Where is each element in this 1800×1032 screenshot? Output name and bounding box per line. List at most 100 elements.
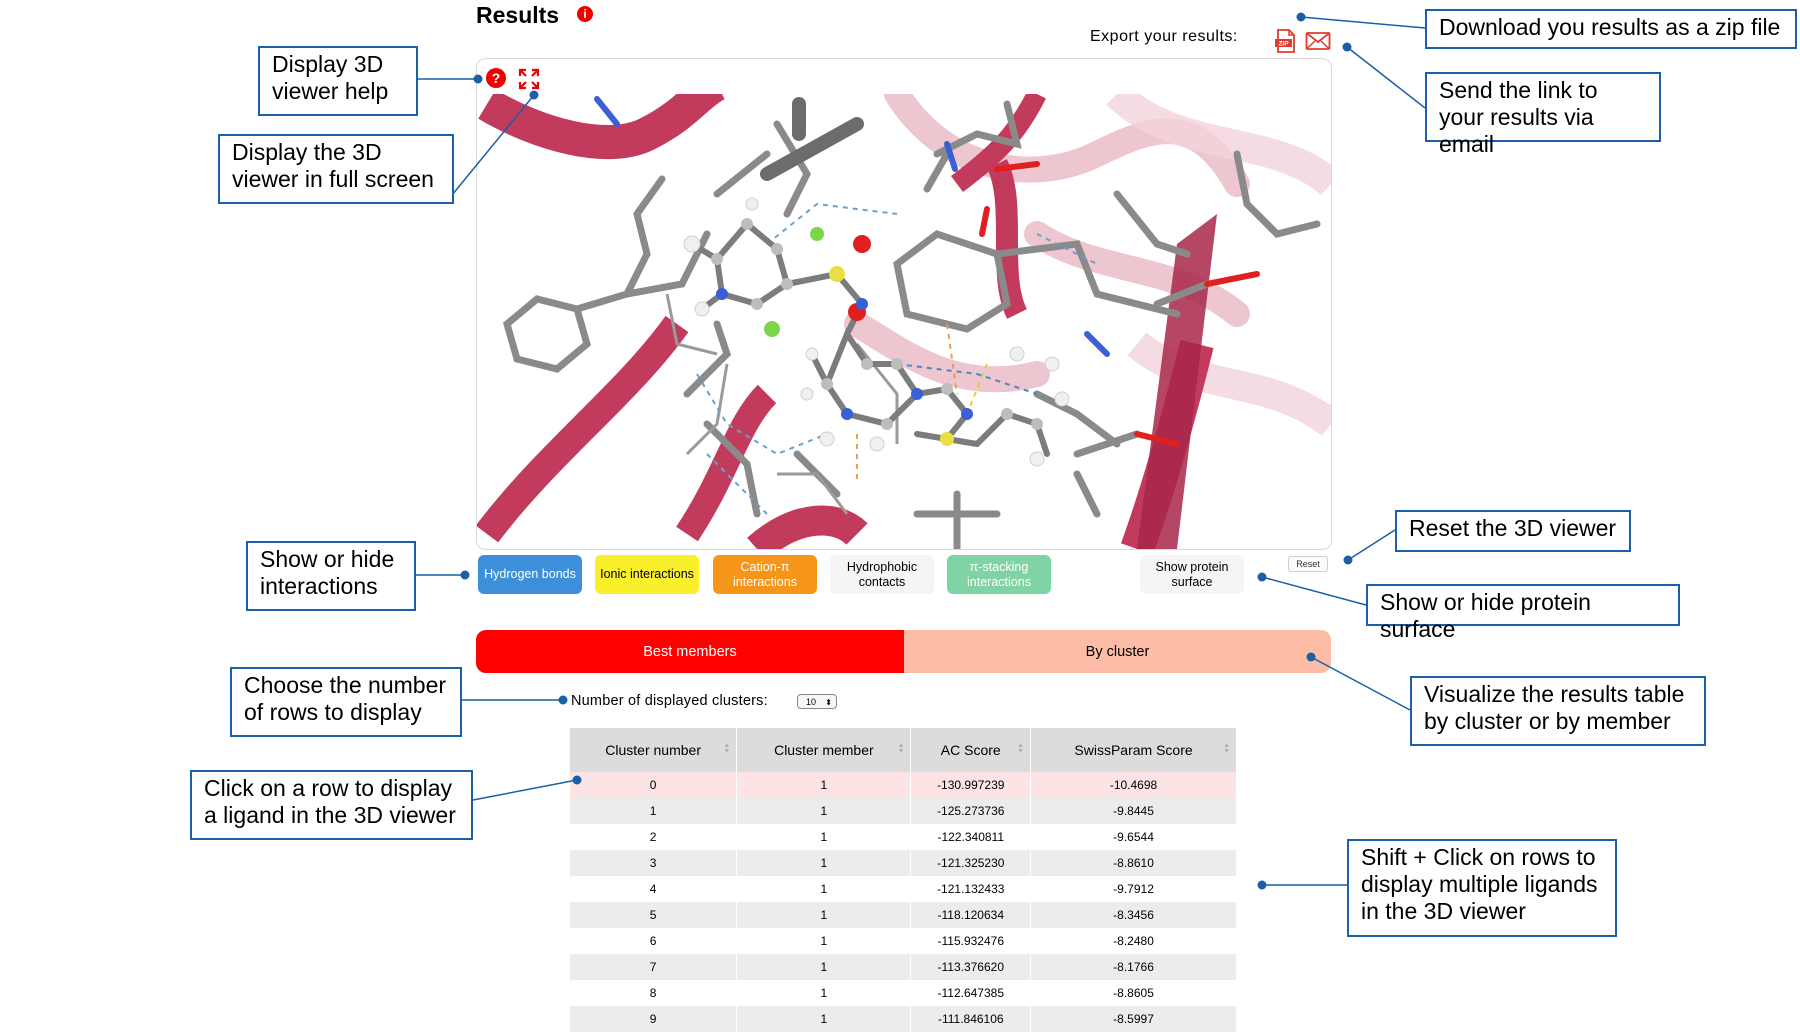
column-header-swissparam-score[interactable]: SwissParam Score▲▼ (1030, 728, 1237, 772)
column-header-ac-score[interactable]: AC Score▲▼ (910, 728, 1032, 772)
table-cell: -121.325230 (910, 850, 1032, 876)
callout-visualize-table: Visualize the results table by cluster o… (1410, 676, 1706, 746)
table-cell: 1 (736, 772, 912, 798)
callout-click-row: Click on a row to display a ligand in th… (190, 770, 473, 840)
ionic-interactions-label: Ionic interactions (600, 567, 694, 581)
callout-shift-click: Shift + Click on rows to display multipl… (1347, 839, 1617, 937)
table-cell: 1 (736, 798, 912, 824)
molecule-scene[interactable] (477, 94, 1331, 549)
page-title: Results (476, 2, 560, 28)
table-cell: 1 (736, 850, 912, 876)
callout-viewer-help: Display 3D viewer help (258, 46, 418, 116)
table-cell: -8.2480 (1030, 928, 1237, 954)
callout-reset-viewer: Reset the 3D viewer (1395, 510, 1631, 552)
table-cell: -111.846106 (910, 1006, 1032, 1032)
table-cell: -8.3456 (1030, 902, 1237, 928)
hydrophobic-contacts-button[interactable]: Hydrophobic contacts (830, 555, 934, 594)
table-cell: -10.4698 (1030, 772, 1237, 798)
sort-icon: ▲▼ (1223, 742, 1230, 755)
sort-icon: ▲▼ (897, 742, 905, 755)
hydrogen-bonds-button[interactable]: Hydrogen bonds (478, 555, 582, 594)
ionic-interactions-button[interactable]: Ionic interactions (595, 555, 699, 594)
3d-viewer[interactable]: ? (476, 58, 1332, 550)
reset-button[interactable]: Reset (1288, 556, 1328, 572)
table-cell: -122.340811 (910, 824, 1032, 850)
table-cell: 2 (570, 824, 738, 850)
table-cell: 1 (736, 902, 912, 928)
table-cell: 4 (570, 876, 738, 902)
callout-fullscreen: Display the 3D viewer in full screen (218, 134, 454, 204)
help-icon[interactable]: ? (485, 67, 507, 89)
table-cell: 1 (736, 928, 912, 954)
table-cell: -9.8445 (1030, 798, 1237, 824)
column-header-cluster-member[interactable]: Cluster member▲▼ (736, 728, 912, 772)
cation-pi-label: Cation-π interactions (733, 559, 797, 589)
table-cell: 1 (736, 824, 912, 850)
table-cell: 1 (736, 954, 912, 980)
svg-text:?: ? (492, 70, 501, 86)
table-cell: -9.6544 (1030, 824, 1237, 850)
callout-show-hide-interactions: Show or hide interactions (246, 541, 416, 611)
pi-stacking-button[interactable]: π-stacking interactions (947, 555, 1051, 594)
table-cell: -8.1766 (1030, 954, 1237, 980)
table-cell: 1 (570, 798, 738, 824)
info-icon[interactable]: i (577, 6, 593, 22)
pi-stacking-label: π-stacking interactions (967, 559, 1031, 589)
table-cell: -113.376620 (910, 954, 1032, 980)
table-cell: -8.5997 (1030, 1006, 1237, 1032)
table-cell: 1 (736, 1006, 912, 1032)
cation-pi-button[interactable]: Cation-π interactions (713, 555, 817, 594)
table-header-row: Cluster number▲▼ Cluster member▲▼ AC Sco… (570, 728, 1237, 772)
hydrogen-bonds-label: Hydrogen bonds (484, 567, 576, 581)
clusters-count-select[interactable]: 10 ⬍ (797, 694, 837, 709)
table-cell: -9.7912 (1030, 876, 1237, 902)
table-cell: 0 (570, 772, 738, 798)
zip-file-icon[interactable]: ZIP (1272, 28, 1298, 54)
table-cell: 7 (570, 954, 738, 980)
hydrophobic-contacts-label: Hydrophobic contacts (846, 559, 918, 589)
table-cell: -8.8605 (1030, 980, 1237, 1006)
callout-download-zip: Download you results as a zip file (1425, 9, 1797, 49)
table-cell: -130.997239 (910, 772, 1032, 798)
protein-surface-label: Show protein surface (1155, 559, 1229, 589)
sort-icon: ▲▼ (1017, 742, 1025, 755)
table-cell: -112.647385 (910, 980, 1032, 1006)
table-cell: -125.273736 (910, 798, 1032, 824)
column-header-cluster-number[interactable]: Cluster number▲▼ (570, 728, 738, 772)
fullscreen-icon[interactable] (517, 67, 541, 91)
table-cell: 3 (570, 850, 738, 876)
email-icon[interactable] (1305, 31, 1331, 51)
export-label: Export your results: (1090, 28, 1238, 45)
callout-choose-rows: Choose the number of rows to display (230, 667, 462, 737)
svg-text:ZIP: ZIP (1278, 41, 1289, 48)
tab-by-cluster[interactable]: By cluster (904, 630, 1331, 673)
table-cell: 6 (570, 928, 738, 954)
table-cell: -115.932476 (910, 928, 1032, 954)
results-table: Cluster number▲▼ Cluster member▲▼ AC Sco… (570, 728, 1237, 1032)
sort-icon: ▲▼ (723, 742, 731, 755)
clusters-count-label: Number of displayed clusters: (571, 693, 768, 709)
table-cell: -8.8610 (1030, 850, 1237, 876)
tab-best-members[interactable]: Best members (476, 630, 904, 673)
callout-protein-surface: Show or hide protein surface (1366, 584, 1680, 642)
table-cell: 9 (570, 1006, 738, 1032)
table-cell: 1 (736, 876, 912, 902)
view-switch: Best members By cluster (476, 630, 1331, 673)
table-cell: 5 (570, 902, 738, 928)
protein-surface-button[interactable]: Show protein surface (1140, 555, 1244, 594)
table-cell: 1 (736, 980, 912, 1006)
clusters-count-value: 10 (806, 697, 817, 707)
stepper-icon: ⬍ (825, 698, 832, 707)
table-cell: -121.132433 (910, 876, 1032, 902)
